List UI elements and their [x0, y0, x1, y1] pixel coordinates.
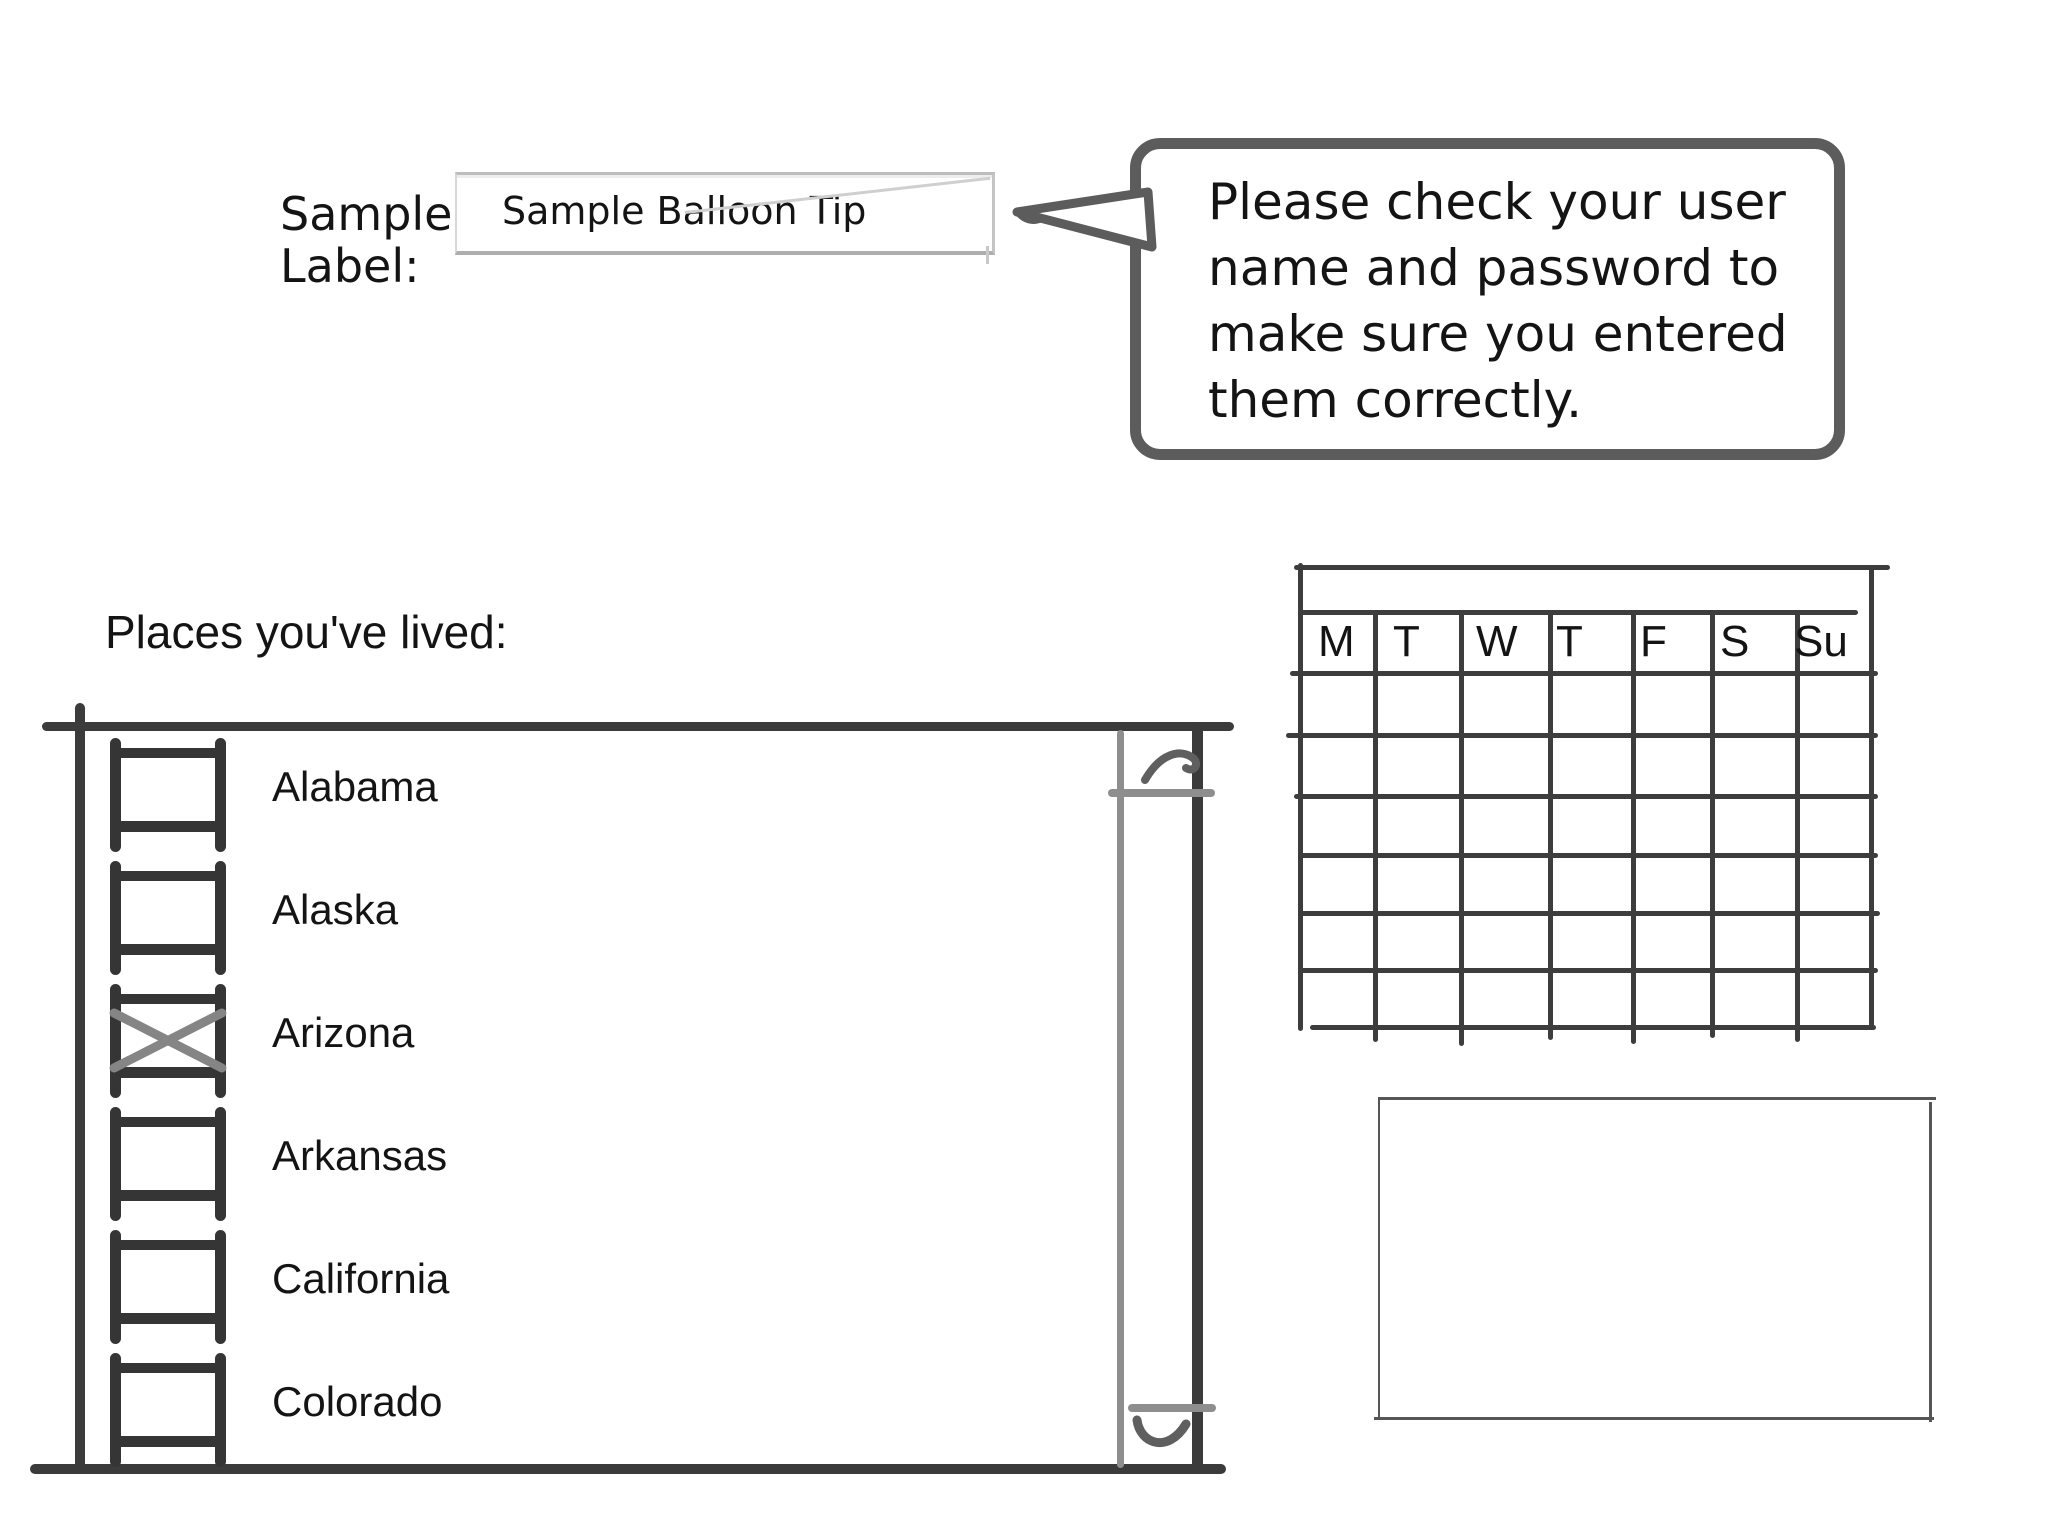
- calendar-line: [1310, 1025, 1876, 1030]
- calendar-day-header: M: [1318, 617, 1355, 666]
- listbox-item-label: Colorado: [272, 1378, 443, 1425]
- listbox-top-border: [42, 722, 1234, 731]
- listbox-bottom-border: [30, 1464, 1226, 1474]
- scroll-down-arrow-icon[interactable]: [1130, 1412, 1202, 1462]
- calendar-day-header: F: [1640, 617, 1667, 666]
- calendar-line: [1290, 671, 1878, 676]
- calendar-line: [1298, 563, 1303, 1031]
- checkbox-colorado[interactable]: [110, 1353, 226, 1467]
- tooltip-balloon: Please check your user name and password…: [1130, 138, 1845, 460]
- calendar-day-header: S: [1720, 617, 1750, 666]
- scrollbar-track-line[interactable]: [1117, 730, 1124, 1468]
- balloon-text-line: them correctly.: [1208, 371, 1582, 429]
- calendar-line: [1298, 968, 1878, 973]
- sketch-stroke-overshoot: [986, 246, 989, 264]
- calendar-line: [1298, 610, 1858, 615]
- checkbox-arkansas[interactable]: [110, 1107, 226, 1221]
- checkbox-arizona[interactable]: [108, 984, 228, 1098]
- calendar-line: [1710, 610, 1715, 1038]
- calendar-line: [1294, 794, 1878, 799]
- sample-field-label-line2: Label:: [280, 239, 420, 293]
- checkbox-alaska[interactable]: [110, 861, 226, 975]
- balloon-text-line: name and password to: [1208, 239, 1780, 297]
- listbox-item-label: Arkansas: [272, 1132, 448, 1179]
- calendar-day-header: T: [1556, 617, 1583, 666]
- calendar-line: [1286, 733, 1878, 738]
- sample-field-label: Sample Label:: [280, 187, 453, 293]
- calendar-line: [1298, 853, 1878, 858]
- balloon-text-line: Please check your user: [1208, 173, 1786, 231]
- scrollbar-down-button-divider: [1128, 1404, 1216, 1412]
- panel-border: [1929, 1102, 1932, 1422]
- sample-text-input-value: Sample Balloon Tip: [502, 189, 867, 233]
- panel-border: [1378, 1097, 1936, 1100]
- listbox-item-label: Arizona: [272, 1009, 415, 1056]
- checkbox-alabama[interactable]: [110, 738, 226, 852]
- checkbox-california[interactable]: [110, 1230, 226, 1344]
- scroll-up-arrow-icon[interactable]: [1140, 742, 1212, 790]
- calendar-line: [1548, 610, 1553, 1040]
- balloon-text-line: make sure you entered: [1208, 305, 1788, 363]
- panel-border: [1378, 1097, 1380, 1419]
- calendar-day-header: Su: [1794, 617, 1848, 666]
- listbox-label: Places you've lived:: [105, 606, 508, 658]
- sample-field-label-line1: Sample: [280, 187, 453, 241]
- listbox-right-border: [1192, 724, 1203, 1472]
- listbox-item-label: Alabama: [272, 763, 438, 810]
- balloon-tail: [1012, 187, 1157, 252]
- listbox-item-label: Alaska: [272, 886, 399, 933]
- calendar-line: [1631, 610, 1636, 1044]
- calendar-grid[interactable]: M T W T F S Su: [1286, 563, 1890, 1046]
- listbox-item-label: California: [272, 1255, 450, 1302]
- listbox-left-border: [75, 703, 85, 1474]
- calendar-day-header: W: [1476, 617, 1518, 666]
- calendar-line: [1373, 610, 1378, 1042]
- calendar-day-header: T: [1393, 617, 1420, 666]
- calendar-line: [1795, 610, 1800, 1042]
- panel-border: [1374, 1417, 1934, 1420]
- scrollbar-up-button-divider: [1108, 789, 1215, 797]
- calendar-line: [1298, 911, 1880, 916]
- calendar-line: [1459, 610, 1464, 1046]
- calendar-line: [1869, 565, 1874, 1027]
- calendar-line: [1294, 565, 1890, 570]
